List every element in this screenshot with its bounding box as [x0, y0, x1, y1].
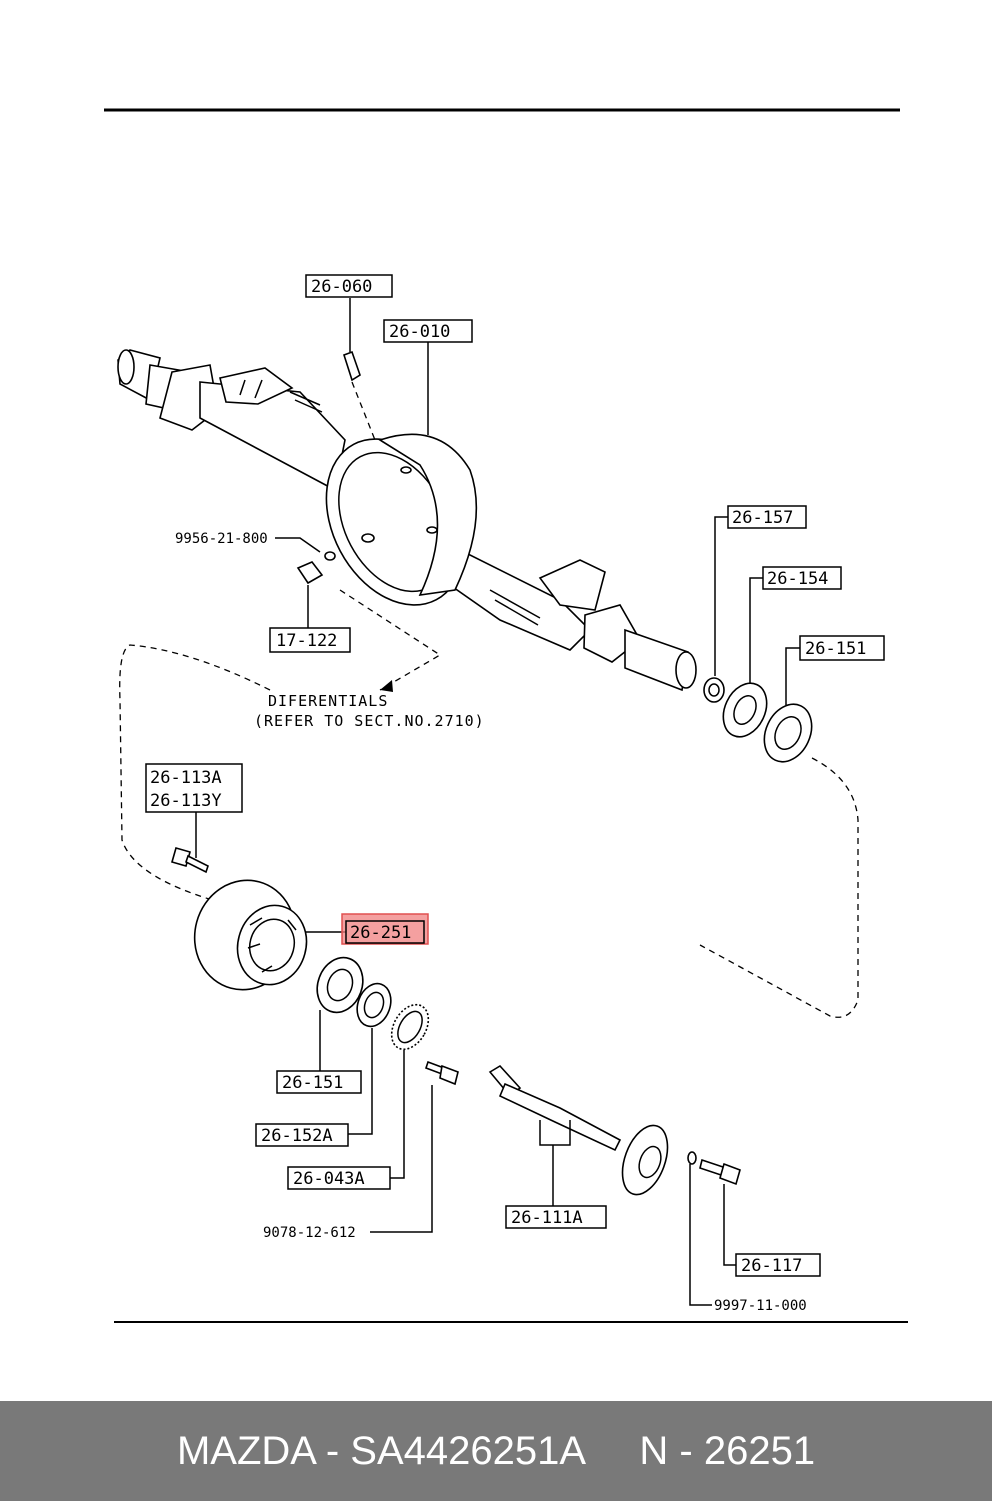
oil-seal-26-157: [703, 677, 725, 703]
callout-26-043A: 26-043A: [293, 1169, 365, 1189]
differentials-note-line2: (REFER TO SECT.NO.2710): [254, 712, 485, 730]
callout-26-151-bottom: 26-151: [282, 1073, 343, 1093]
callout-26-157: 26-157: [732, 508, 793, 528]
bearing-housing-26-251: [193, 879, 308, 991]
callout-9078-12-612: 9078-12-612: [263, 1225, 356, 1241]
bearing-26-154: [722, 682, 768, 738]
callout-26-010: 26-010: [389, 322, 450, 342]
callout-26-060: 26-060: [311, 277, 372, 297]
gasket-26-043A: [390, 1003, 430, 1051]
retainer-26-152A: [356, 982, 392, 1028]
callout-26-113A: 26-113A: [150, 768, 222, 788]
footer-banner: MAZDA - SA4426251A N - 26251: [0, 1401, 992, 1501]
axle-shaft-26-111A: [488, 1064, 697, 1196]
callout-26-251-highlight: [341, 913, 429, 945]
drain-plug: [296, 551, 336, 585]
callout-26-251: 26-251: [350, 923, 411, 943]
part-number-caption: MAZDA - SA4426251A N - 26251: [176, 1428, 816, 1473]
callout-26-154: 26-154: [767, 569, 828, 589]
callout-9997-11-000: 9997-11-000: [714, 1298, 807, 1314]
callout-26-151-top: 26-151: [805, 639, 866, 659]
callout-26-117: 26-117: [741, 1256, 802, 1276]
callout-17-122: 17-122: [276, 631, 337, 651]
bearing-26-151-top: [763, 703, 813, 763]
parts-diagram: 26-060 26-010 9956-21-800 17-122 DIFEREN…: [104, 108, 908, 1323]
bolt-26-117: [699, 1158, 741, 1186]
callout-26-152A: 26-152A: [261, 1126, 333, 1146]
callout-26-111A: 26-111A: [511, 1208, 583, 1228]
bolt-9078-12-612: [424, 1060, 459, 1086]
bearing-26-151-bottom: [316, 956, 364, 1014]
axle-housing: [117, 349, 697, 692]
callout-9956-21-800: 9956-21-800: [175, 531, 268, 547]
bolt-26-113: [171, 847, 209, 874]
callout-26-113Y: 26-113Y: [150, 791, 222, 811]
differentials-note-line1: DIFERENTIALS: [268, 692, 388, 710]
